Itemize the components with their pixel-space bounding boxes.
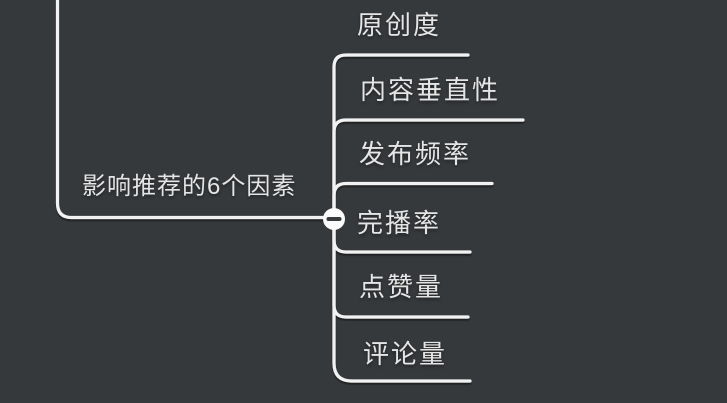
minus-icon: [326, 217, 342, 221]
branch-line-originality: [332, 53, 470, 221]
branch-line-verticality: [332, 118, 525, 221]
child-topic-originality[interactable]: 原创度: [357, 10, 442, 40]
branch-line-frequency: [332, 181, 494, 221]
child-topic-comments[interactable]: 评论量: [363, 339, 448, 369]
child-topic-completion[interactable]: 完播率: [357, 208, 442, 238]
root-topic-label[interactable]: 影响推荐的6个因素: [82, 173, 297, 200]
branch-line-comments: [332, 217, 472, 383]
child-topic-frequency[interactable]: 发布频率: [359, 139, 472, 169]
child-topic-likes[interactable]: 点赞量: [359, 272, 444, 302]
root-branch-line: [55, 0, 332, 220]
child-topic-verticality[interactable]: 内容垂直性: [360, 75, 501, 105]
collapse-button[interactable]: [322, 207, 346, 231]
